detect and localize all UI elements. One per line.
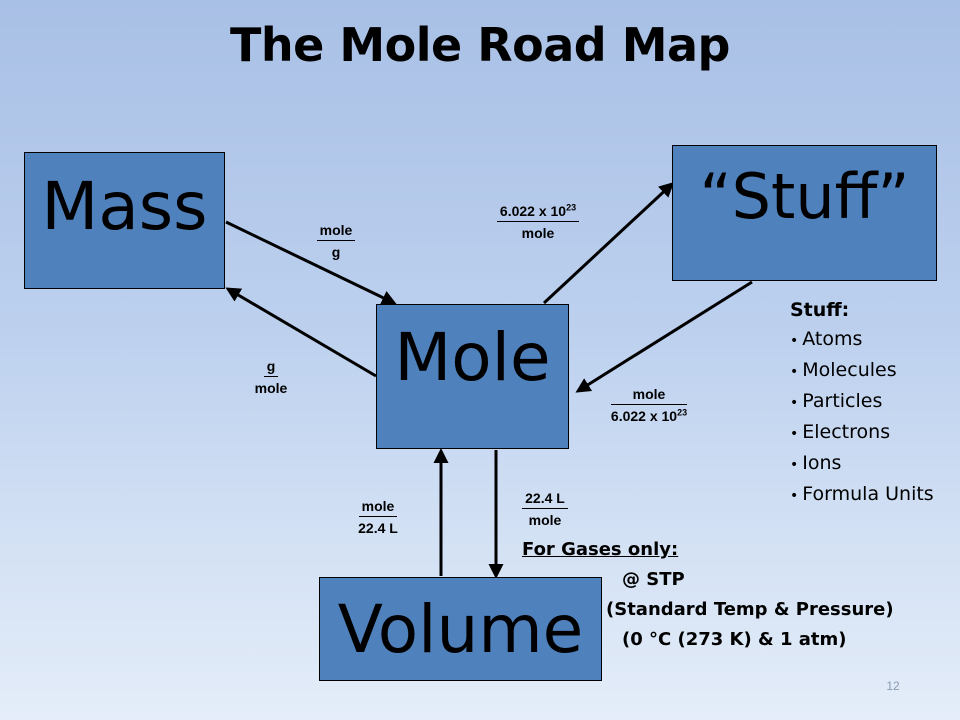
list-item: Particles xyxy=(790,387,934,418)
conversion-stuff-to-mole: mole 6.022 x 1023 xyxy=(594,383,704,427)
list-item: Atoms xyxy=(790,325,934,356)
slide-number: 12 xyxy=(886,679,900,693)
conversion-denominator: 22.4 L xyxy=(358,520,398,536)
conversion-numerator: mole xyxy=(316,220,356,241)
gas-note-line: (Standard Temp & Pressure) xyxy=(606,599,894,620)
conversion-mass-to-mole: mole g xyxy=(306,219,366,263)
conversion-denominator: mole xyxy=(254,380,288,396)
conversion-mole-to-stuff: 6.022 x 1023 mole xyxy=(488,200,588,244)
avogadro-exponent: 23 xyxy=(677,407,688,418)
list-item: Ions xyxy=(790,449,934,480)
conversion-volume-to-mole: mole 22.4 L xyxy=(340,495,416,539)
arrow-mole-to-stuff xyxy=(542,181,675,305)
stuff-list: Stuff: Atoms Molecules Particles Electro… xyxy=(790,296,934,511)
page-title: The Mole Road Map xyxy=(230,18,730,72)
gas-note: For Gases only: @ STP (Standard Temp & P… xyxy=(522,535,894,655)
node-mole: Mole xyxy=(376,304,569,449)
conversion-denominator: g xyxy=(331,244,341,260)
list-item: Electrons xyxy=(790,418,934,449)
list-item: Molecules xyxy=(790,356,934,387)
conversion-numerator: 6.022 x 1023 xyxy=(496,201,580,222)
arrow-mole-to-mass xyxy=(225,287,377,378)
gas-note-heading: For Gases only: xyxy=(522,539,679,560)
list-item: Formula Units xyxy=(790,480,933,511)
node-volume: Volume xyxy=(319,577,602,681)
conversion-mole-to-volume: 22.4 L mole xyxy=(510,487,580,531)
conversion-mole-to-mass: g mole xyxy=(238,355,304,399)
conversion-denominator: mole xyxy=(521,225,555,241)
gas-note-line: (0 °C (273 K) & 1 atm) xyxy=(622,629,847,650)
conversion-denominator: mole xyxy=(528,512,562,528)
conversion-denominator: 6.022 x 1023 xyxy=(594,405,704,427)
conversion-numerator: g xyxy=(263,356,279,377)
conversion-numerator: 22.4 L xyxy=(522,488,568,509)
avogadro-base: 6.022 x 10 xyxy=(610,408,678,424)
conversion-numerator: mole xyxy=(358,496,398,517)
conversion-numerator: mole xyxy=(610,384,688,405)
node-mass: Mass xyxy=(24,152,225,289)
avogadro-base: 6.022 x 10 xyxy=(499,203,567,219)
arrow-mass-to-mole xyxy=(225,220,397,305)
stuff-list-heading: Stuff: xyxy=(790,299,850,321)
gas-note-line: @ STP xyxy=(622,569,685,590)
arrow-stuff-to-mole xyxy=(575,280,753,393)
avogadro-exponent: 23 xyxy=(566,202,577,213)
node-stuff: “Stuff” xyxy=(672,145,937,281)
